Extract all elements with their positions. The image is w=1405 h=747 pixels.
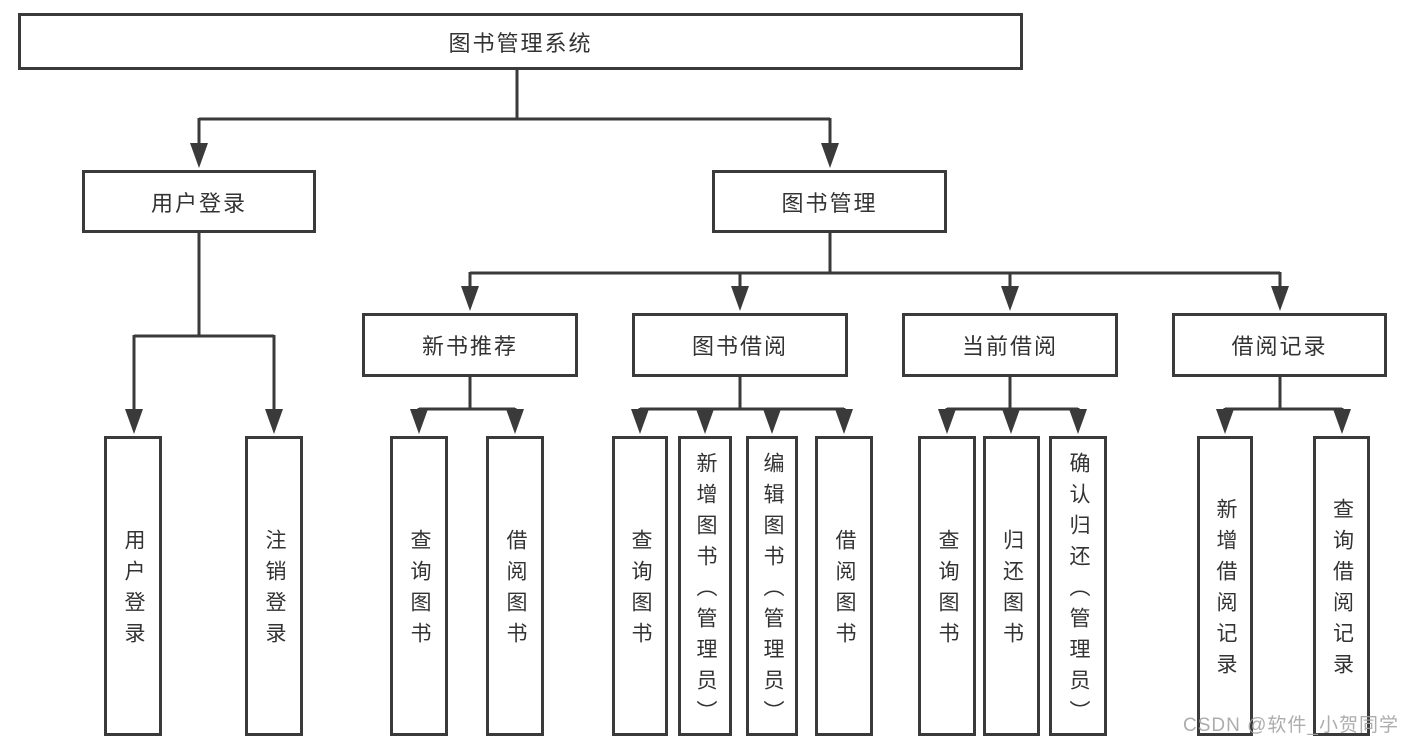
node-label: 借阅记录 xyxy=(1231,334,1328,359)
node-book-borrow: 图书借阅 xyxy=(632,313,848,377)
node-borrow-edit-books-admin: 编辑图书（管理员） xyxy=(746,436,798,736)
arrowheads-book-borrow xyxy=(631,409,853,434)
node-borrow-records: 借阅记录 xyxy=(1172,313,1387,377)
watermark: CSDN @软件_小贺同学 xyxy=(1183,715,1399,736)
connector-new-book xyxy=(417,377,517,414)
node-borrow-query-books: 查询图书 xyxy=(612,436,668,736)
node-records-query-record: 查询借阅记录 xyxy=(1313,436,1370,736)
node-label: 图书管理 xyxy=(781,190,878,216)
arrowheads-borrow-records xyxy=(1216,409,1351,434)
node-label: 借阅图书 xyxy=(833,529,856,653)
node-label: 用户登录 xyxy=(122,529,145,653)
arrowheads-new-book xyxy=(410,409,524,434)
connector-root xyxy=(197,70,832,148)
arrowheads-book-mgmt xyxy=(461,286,1289,311)
node-recommend-query-books: 查询图书 xyxy=(390,436,448,736)
node-label: 新书推荐 xyxy=(421,334,518,359)
node-root: 图书管理系统 xyxy=(18,13,1023,70)
arrowheads-root xyxy=(190,143,839,168)
node-current-query-books: 查询图书 xyxy=(918,436,976,736)
node-label: 查询图书 xyxy=(936,529,959,653)
node-label: 新增借阅记录 xyxy=(1214,498,1237,684)
node-logout-leaf: 注销登录 xyxy=(245,436,303,736)
node-records-add-record: 新增借阅记录 xyxy=(1197,436,1253,736)
connector-book-borrow xyxy=(638,377,846,414)
node-current-borrow: 当前借阅 xyxy=(902,313,1118,377)
node-user-login-leaf: 用户登录 xyxy=(104,436,162,736)
connector-user-login xyxy=(132,233,276,412)
node-label: 借阅图书 xyxy=(504,529,527,653)
node-label: 查询借阅记录 xyxy=(1330,498,1354,684)
node-new-book-recommend: 新书推荐 xyxy=(362,313,578,377)
connector-borrow-records xyxy=(1223,377,1344,414)
arrowheads-user-login xyxy=(125,409,283,434)
node-label: 图书借阅 xyxy=(691,334,788,359)
node-label: 查询图书 xyxy=(408,529,431,653)
node-recommend-borrow-books: 借阅图书 xyxy=(486,436,544,736)
node-label: 编辑图书（管理员） xyxy=(761,451,784,731)
node-label: 用户登录 xyxy=(150,190,247,216)
node-label: 归还图书 xyxy=(1000,529,1024,653)
node-label: 当前借阅 xyxy=(961,334,1058,359)
node-label: 查询图书 xyxy=(629,529,652,653)
node-user-login: 用户登录 xyxy=(82,170,316,233)
node-label: 注销登录 xyxy=(263,529,286,653)
node-label: 新增图书（管理员） xyxy=(694,451,717,731)
connector-book-mgmt xyxy=(468,233,1282,288)
node-label: 图书管理系统 xyxy=(448,30,593,56)
node-borrow-borrow-books: 借阅图书 xyxy=(815,436,873,736)
node-borrow-add-books-admin: 新增图书（管理员） xyxy=(678,436,732,736)
node-book-management: 图书管理 xyxy=(712,170,947,233)
connector-current-borrow xyxy=(945,377,1080,414)
node-label: 确认归还（管理员） xyxy=(1067,451,1090,731)
node-current-confirm-return-admin: 确认归还（管理员） xyxy=(1049,436,1107,736)
arrowheads-current-borrow xyxy=(938,409,1087,434)
node-current-return-books: 归还图书 xyxy=(983,436,1040,736)
